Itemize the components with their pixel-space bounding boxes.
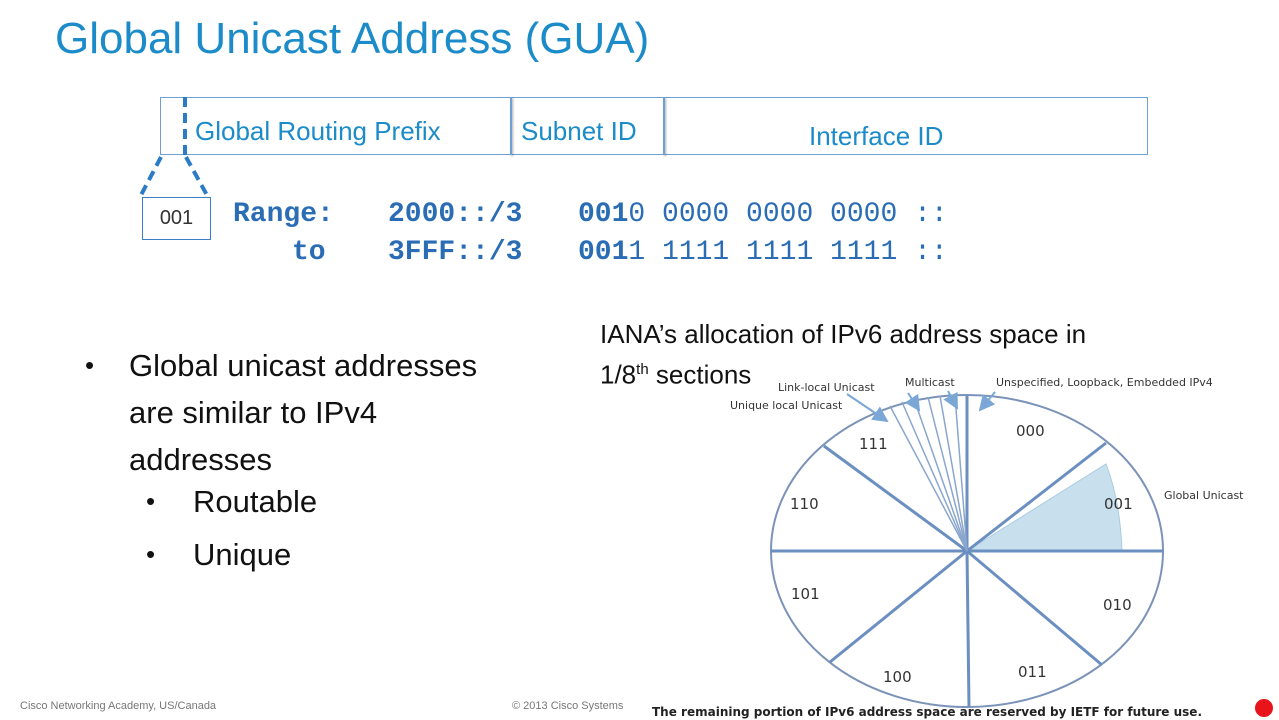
sector-001: 001	[1104, 495, 1133, 513]
divider-135	[966, 549, 1103, 667]
callout-unspecified: Unspecified, Loopback, Embedded IPv4	[996, 376, 1213, 389]
subnet-id-label: Subnet ID	[521, 116, 637, 146]
range-to-bits: 0011 1111 1111 1111 ::	[578, 237, 948, 268]
address-field-box	[160, 97, 1148, 155]
range-to-label: to	[292, 237, 326, 268]
range-from-bits: 0010 0000 0000 0000 ::	[578, 199, 948, 230]
range-from-prefix: 2000::/3	[388, 199, 523, 230]
callout-link-local: Link-local Unicast	[778, 381, 875, 394]
footer-left: Cisco Networking Academy, US/Canada	[20, 700, 217, 712]
sector-010: 010	[1103, 596, 1132, 614]
divider-315	[823, 444, 968, 553]
field-divider	[663, 97, 665, 155]
interface-id-label: Interface ID	[809, 121, 944, 151]
sector-011: 011	[1018, 663, 1047, 681]
bullet-unique: • Unique	[146, 537, 292, 572]
bullet-routable: • Routable	[146, 484, 318, 519]
sector-111: 111	[859, 435, 888, 453]
divider-45	[966, 441, 1107, 553]
footer-copyright: © 2013 Cisco Systems	[512, 700, 624, 712]
callout-multicast: Multicast	[905, 376, 955, 389]
divider-180	[965, 550, 971, 708]
range-label: Range:	[233, 199, 334, 230]
slide-indicator-dot	[1255, 699, 1273, 717]
range-to-prefix: 3FFF::/3	[388, 237, 523, 268]
zoom-lines	[138, 97, 210, 198]
pie-caption: The remaining portion of IPv6 address sp…	[652, 705, 1202, 719]
sector-101: 101	[791, 585, 820, 603]
sector-100: 100	[883, 668, 912, 686]
sector-000: 000	[1016, 422, 1045, 440]
callout-unique-local: Unique local Unicast	[730, 399, 843, 412]
ipv6-allocation-pie: 000 001 010 011 100 101 110 111 Link-loc…	[652, 376, 1244, 719]
global-unicast-wedge	[965, 463, 1123, 552]
iana-allocation-note: IANA’s allocation of IPv6 address space …	[600, 319, 1087, 390]
sector-110: 110	[790, 495, 819, 513]
field-divider	[510, 97, 512, 155]
callout-global-unicast: Global Unicast	[1164, 489, 1244, 502]
divider-225	[829, 549, 968, 664]
page-title: Global Unicast Address (GUA)	[55, 14, 650, 63]
prefix-bits-box: 001	[142, 197, 211, 240]
bullet-main: • Global unicast addresses are similar t…	[85, 348, 478, 477]
global-routing-prefix-label: Global Routing Prefix	[195, 116, 441, 146]
